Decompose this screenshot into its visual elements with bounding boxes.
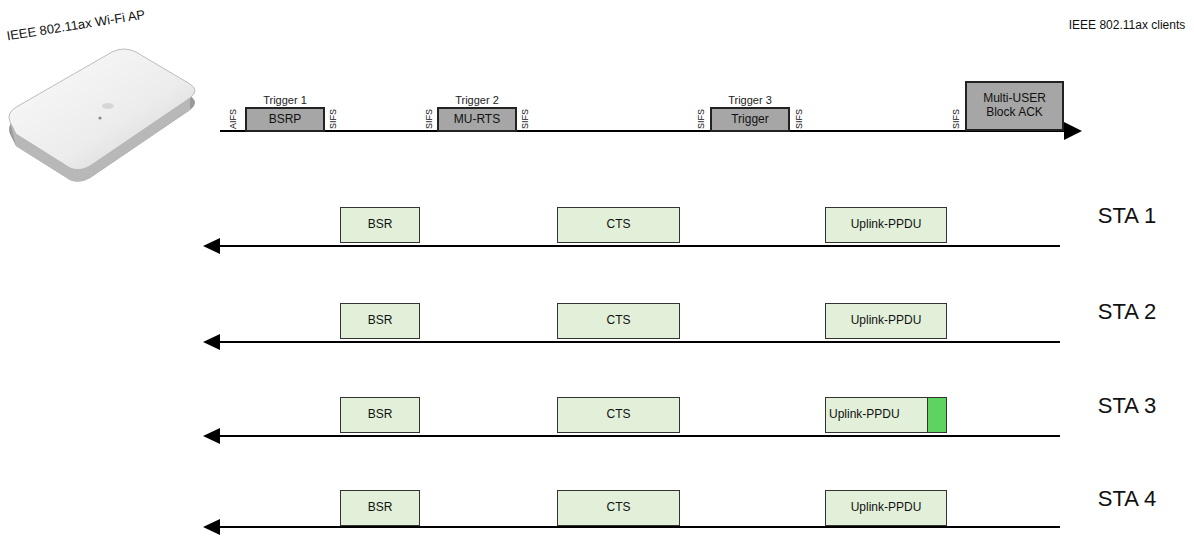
station-frame-box: CTS	[557, 397, 680, 433]
interframe-space: SIFS	[794, 109, 804, 129]
extra-data-segment	[927, 398, 946, 432]
frame-name: BSRP	[269, 113, 302, 127]
interframe-space: AIFS	[228, 109, 238, 129]
frame-name: Uplink-PPDU	[829, 408, 900, 422]
frame-name: CTS	[607, 218, 631, 232]
station-frame-box: Uplink-PPDU	[825, 207, 947, 243]
trigger-heading: Trigger 1	[263, 94, 307, 106]
station-frame-box: CTS	[557, 490, 680, 526]
trigger-frame-box: Trigger 3Trigger	[710, 107, 790, 132]
interframe-space: SIFS	[696, 109, 706, 129]
station-frame-box: CTS	[557, 207, 680, 243]
interframe-space: SIFS	[951, 109, 961, 129]
trigger-heading: Trigger 3	[728, 94, 772, 106]
trigger-frame-box: Multi-USER Block ACK	[965, 81, 1064, 131]
station-label: STA 2	[1098, 299, 1156, 324]
frame-name: Uplink-PPDU	[851, 314, 922, 328]
device-label: IEEE 802.11ax clients	[1062, 19, 1192, 33]
station-frame-box: BSR	[340, 397, 420, 433]
station-frame-box: BSR	[340, 490, 420, 526]
frame-name: Uplink-PPDU	[851, 501, 922, 515]
frame-name: BSR	[368, 501, 393, 515]
trigger-frame-box: Trigger 1BSRP	[245, 107, 325, 132]
station-frame-box: BSR	[340, 303, 420, 339]
trigger-frame-box: Trigger 2MU-RTS	[437, 107, 517, 132]
station-label: STA 1	[1098, 203, 1156, 228]
frame-name: BSR	[368, 218, 393, 232]
station-label: STA 3	[1098, 393, 1156, 418]
station-frame-box: BSR	[340, 207, 420, 243]
frame-name: MU-RTS	[454, 113, 500, 127]
timeline-arrowheads	[203, 238, 220, 535]
station-frame-box: CTS	[557, 303, 680, 339]
interframe-space: SIFS	[424, 109, 434, 129]
frame-name: Trigger	[731, 113, 769, 127]
station-frame-box: Uplink-PPDU	[825, 303, 947, 339]
station-timelines	[216, 246, 1060, 527]
interframe-space: SIFS	[328, 109, 338, 129]
station-label: STA 4	[1098, 486, 1156, 511]
frame-name: BSR	[368, 408, 393, 422]
device-label: IEEE 802.11ax Wi-Fi AP	[1, 7, 151, 45]
frame-name: Multi-USER Block ACK	[971, 92, 1058, 120]
frame-name: BSR	[368, 314, 393, 328]
frame-name: CTS	[607, 408, 631, 422]
station-frame-box: Uplink-PPDU	[825, 490, 947, 526]
station-frame-box: Uplink-PPDU	[825, 397, 947, 433]
frame-name: CTS	[607, 501, 631, 515]
interframe-space: SIFS	[520, 109, 530, 129]
frame-name: Uplink-PPDU	[851, 218, 922, 232]
frame-name: CTS	[607, 314, 631, 328]
access-point-illustration	[9, 49, 195, 182]
trigger-heading: Trigger 2	[455, 94, 499, 106]
